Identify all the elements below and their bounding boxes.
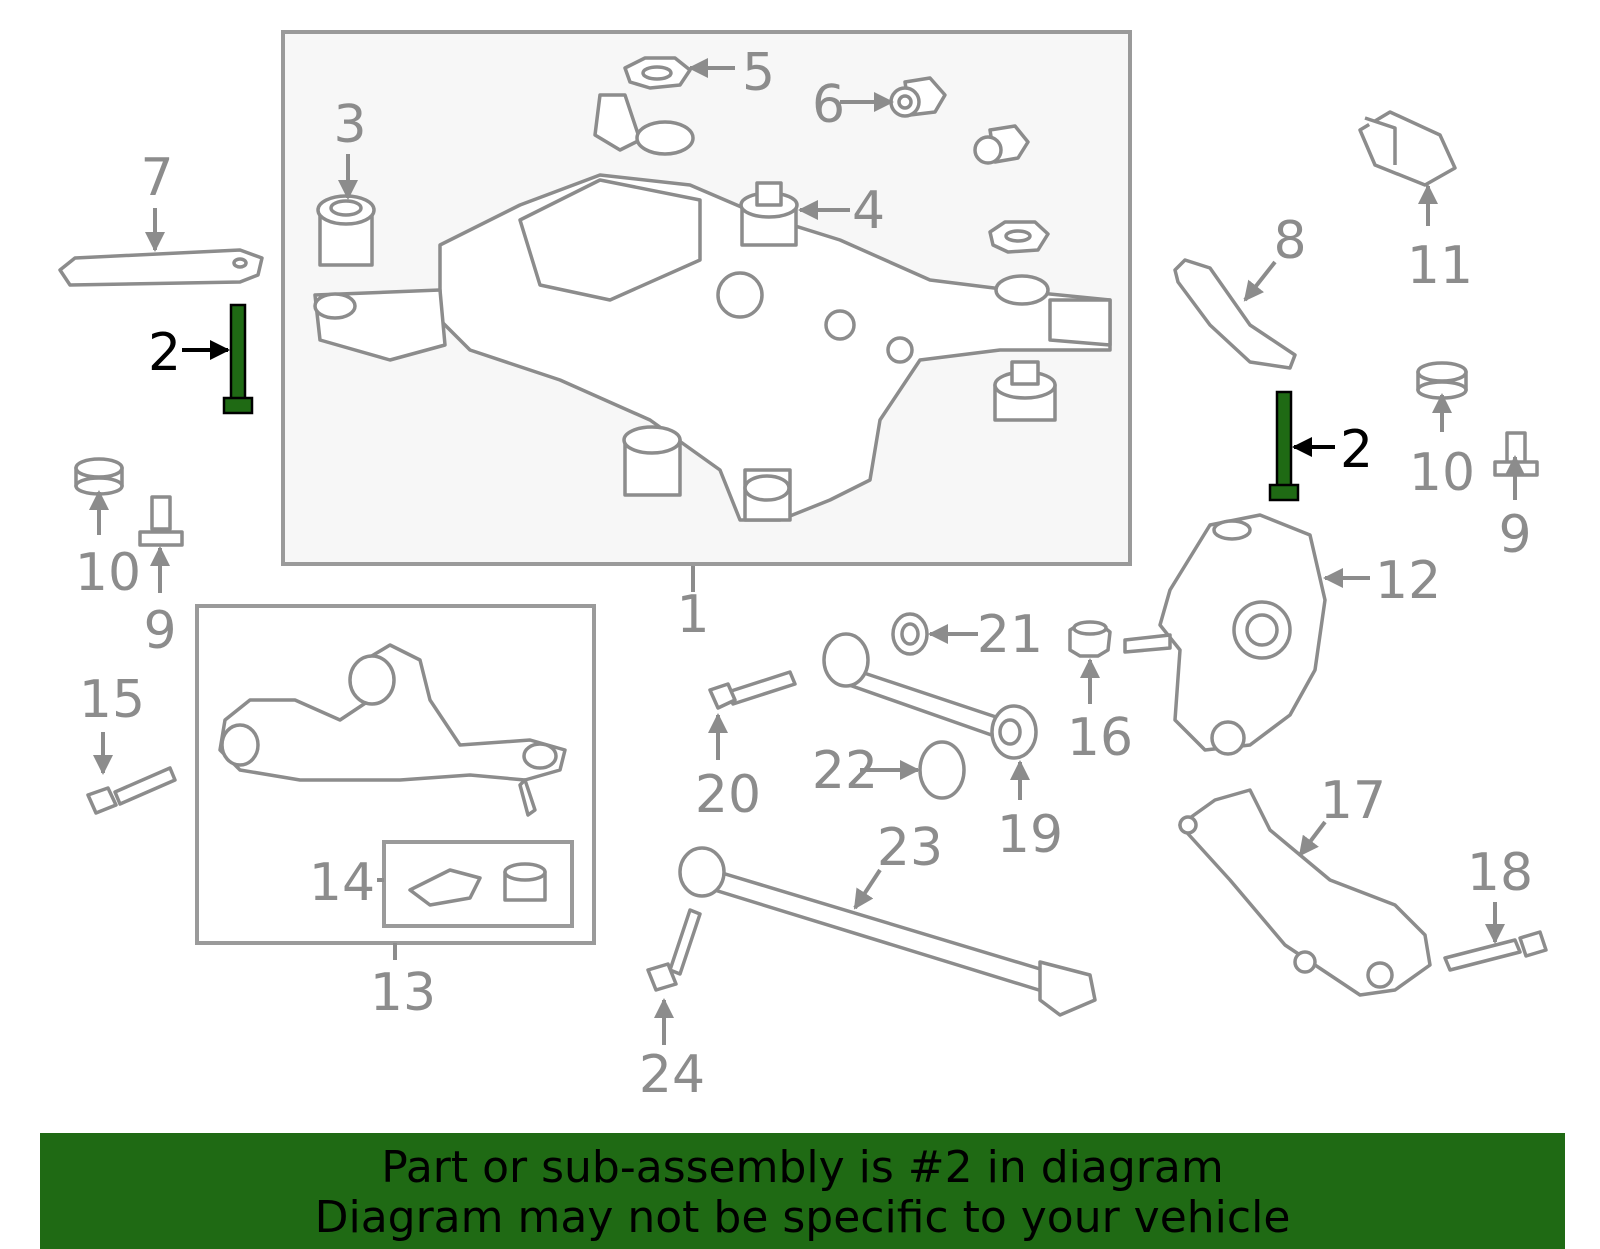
callout-9-left: 9	[143, 601, 176, 661]
callout-3: 3	[333, 95, 366, 155]
callout-14: 14	[309, 853, 375, 913]
bolt-2-right	[1268, 390, 1300, 502]
arm-17	[1178, 788, 1432, 997]
nut-small	[988, 220, 1050, 254]
callout-21: 21	[977, 605, 1043, 665]
bushing-4	[739, 181, 799, 247]
callout-10-right: 10	[1409, 443, 1475, 503]
callout-20: 20	[695, 765, 761, 825]
callout-2-left: 2	[148, 323, 181, 383]
washer-10-left	[74, 457, 124, 496]
callout-17: 17	[1320, 771, 1386, 831]
callout-12: 12	[1375, 551, 1441, 611]
callout-9-right: 9	[1498, 505, 1531, 565]
bolt-24	[646, 908, 702, 992]
exploded-view: 1 2 2 3 4 5 6 7 8 9 9 10 10 11 12 13 14 …	[58, 30, 1548, 1105]
callout-8: 8	[1273, 211, 1306, 271]
bolt-9-left	[138, 495, 184, 547]
knuckle-12	[1123, 513, 1327, 756]
bracket-8	[1173, 258, 1297, 370]
callout-5: 5	[742, 43, 775, 103]
bracket-7	[58, 248, 264, 287]
washer-22	[918, 740, 966, 800]
callout-23: 23	[877, 818, 943, 878]
callout-2-right: 2	[1340, 420, 1373, 480]
bushing-6b	[973, 124, 1030, 165]
callout-labels: 1 2 2 3 4 5 6 7 8 9 9 10 10 11 12 13 14 …	[75, 43, 1533, 1105]
callout-16: 16	[1067, 708, 1133, 768]
bolt-20	[708, 670, 797, 710]
callout-4: 4	[852, 181, 885, 241]
callout-11: 11	[1407, 236, 1473, 296]
banner-line-2: Diagram may not be specific to your vehi…	[314, 1192, 1291, 1243]
mount-11	[1358, 110, 1457, 187]
washer-10-right	[1416, 361, 1468, 400]
callout-1: 1	[676, 585, 709, 645]
link-19	[822, 632, 1038, 760]
bushing-3	[316, 194, 376, 267]
nut-16	[1068, 620, 1112, 658]
callout-10-left: 10	[75, 543, 141, 603]
bushing-6	[889, 76, 947, 118]
bolt-15	[86, 766, 177, 815]
callout-13: 13	[370, 963, 436, 1023]
callout-7: 7	[140, 148, 173, 208]
banner-line-1: Part or sub-assembly is #2 in diagram	[381, 1142, 1224, 1193]
bushing-kit-14	[408, 862, 547, 907]
subframe-crossmember	[313, 93, 1112, 522]
bushing-lower-left	[622, 425, 682, 497]
link-23	[678, 846, 1097, 1017]
callout-18: 18	[1467, 843, 1533, 903]
control-arm-13	[218, 643, 567, 817]
callout-15: 15	[79, 670, 145, 730]
nut-5	[623, 56, 692, 90]
washer-21	[891, 612, 929, 656]
leader-lines	[89, 58, 1525, 1045]
bushing-lower-right	[993, 360, 1057, 422]
callout-24: 24	[639, 1045, 705, 1105]
callout-6: 6	[812, 75, 845, 135]
bolt-18	[1443, 930, 1548, 972]
bolt-2-left	[222, 303, 254, 415]
callout-22: 22	[812, 741, 878, 801]
info-banner: Part or sub-assembly is #2 in diagram Di…	[40, 1133, 1565, 1249]
callout-19: 19	[997, 805, 1063, 865]
